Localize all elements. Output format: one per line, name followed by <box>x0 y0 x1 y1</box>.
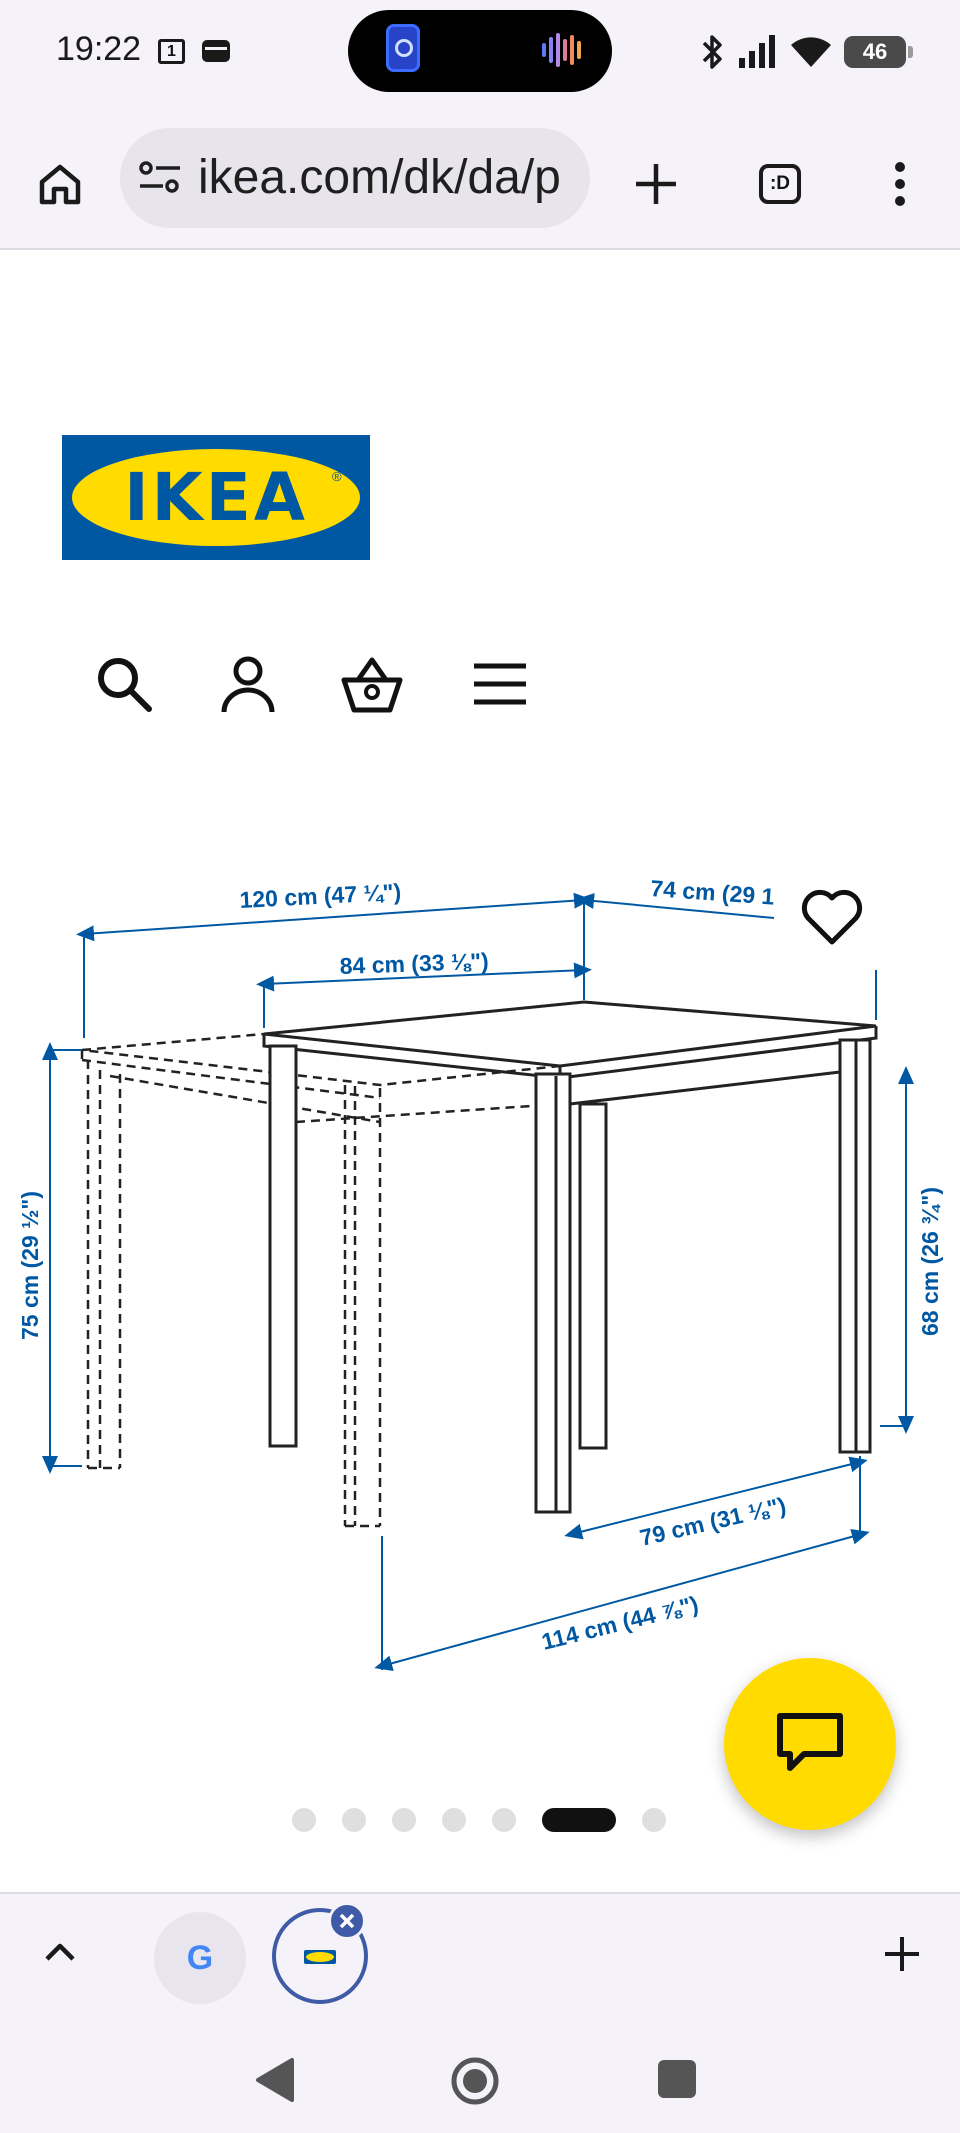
ikea-logo[interactable]: IKEA ® <box>62 435 370 560</box>
wifi-icon <box>791 37 831 67</box>
status-time: 19:22 <box>56 30 142 68</box>
more-vert-icon <box>895 162 905 206</box>
url-text[interactable]: ikea.com/dk/da/p <box>198 151 561 204</box>
new-tab-plus-icon <box>636 164 676 204</box>
app-activity-icon <box>386 24 420 72</box>
tab-strip: G <box>0 1892 960 2022</box>
logo-text: IKEA <box>124 459 308 536</box>
recents-icon[interactable] <box>658 2060 696 2098</box>
signal-icon <box>739 35 775 68</box>
dim-height: 75 cm (29 ½") <box>17 1191 43 1340</box>
expand-tabs-button[interactable] <box>30 1922 90 1982</box>
add-tab-plus-icon <box>885 1937 919 1971</box>
tab-switcher-button[interactable]: :D <box>744 148 816 220</box>
table-extension-dashed <box>80 1032 561 1528</box>
dim-inner-depth: 79 cm (31 ⅛") <box>637 1492 788 1551</box>
site-settings-icon[interactable] <box>138 158 182 198</box>
browser-menu-button[interactable] <box>864 148 936 220</box>
gallery-dot[interactable] <box>642 1808 666 1832</box>
dimension-lines <box>42 892 914 1672</box>
audio-wave-icon <box>542 32 588 68</box>
home-button[interactable] <box>24 148 96 220</box>
logo-oval <box>72 449 360 546</box>
gallery-dot[interactable] <box>492 1808 516 1832</box>
system-status-icons: 46 <box>700 30 913 74</box>
dim-depth: 74 cm (29 1 <box>650 875 776 910</box>
dim-width-closed: 84 cm (33 ⅛") <box>339 948 489 979</box>
table-drawing <box>262 1000 878 1514</box>
hamburger-menu-icon[interactable] <box>468 652 532 716</box>
back-icon[interactable] <box>252 2056 296 2104</box>
tab-google[interactable]: G <box>154 1912 246 2004</box>
wallet-icon <box>202 40 230 62</box>
chevron-up-icon <box>45 1943 75 1961</box>
chat-button[interactable] <box>724 1658 896 1830</box>
address-bar[interactable]: ikea.com/dk/da/p <box>120 128 590 228</box>
dim-width-extended: 120 cm (47 ¼") <box>239 879 402 913</box>
browser-toolbar: ikea.com/dk/da/p :D <box>0 108 960 250</box>
tab-switcher-icon: :D <box>759 164 801 204</box>
system-navigation-bar <box>0 2020 960 2133</box>
search-icon[interactable] <box>92 652 156 716</box>
gallery-dot[interactable] <box>292 1808 316 1832</box>
close-tab-button[interactable] <box>328 1902 366 1940</box>
basket-icon[interactable] <box>340 652 404 716</box>
ikea-favicon-icon <box>304 1950 336 1964</box>
home-nav-icon[interactable] <box>450 2056 500 2106</box>
dim-leg-clearance: 68 cm (26 ¾") <box>917 1187 943 1336</box>
heart-icon <box>801 889 863 945</box>
gallery-dot[interactable] <box>392 1808 416 1832</box>
google-icon: G <box>186 1939 214 1977</box>
battery-icon: 46 <box>844 36 913 68</box>
favourite-button[interactable] <box>800 888 870 952</box>
home-icon <box>39 164 81 205</box>
bluetooth-icon <box>702 35 722 69</box>
calendar-icon: 1 <box>158 39 185 64</box>
logo-registered-mark: ® <box>332 469 342 484</box>
gallery-dot[interactable] <box>442 1808 466 1832</box>
new-tab-button[interactable] <box>620 148 692 220</box>
account-icon[interactable] <box>216 652 280 716</box>
gallery-dot-active[interactable] <box>542 1808 616 1832</box>
status-bar: 19:22 1 46 <box>0 0 960 108</box>
add-tab-button[interactable] <box>872 1924 932 1984</box>
gallery-pagination <box>0 1804 960 1832</box>
chat-icon <box>777 1713 843 1771</box>
gallery-dot[interactable] <box>342 1808 366 1832</box>
product-image[interactable]: 120 cm (47 ¼") 84 cm (33 ⅛") 74 cm (29 1… <box>0 860 960 1680</box>
close-tab-icon <box>339 1913 355 1929</box>
